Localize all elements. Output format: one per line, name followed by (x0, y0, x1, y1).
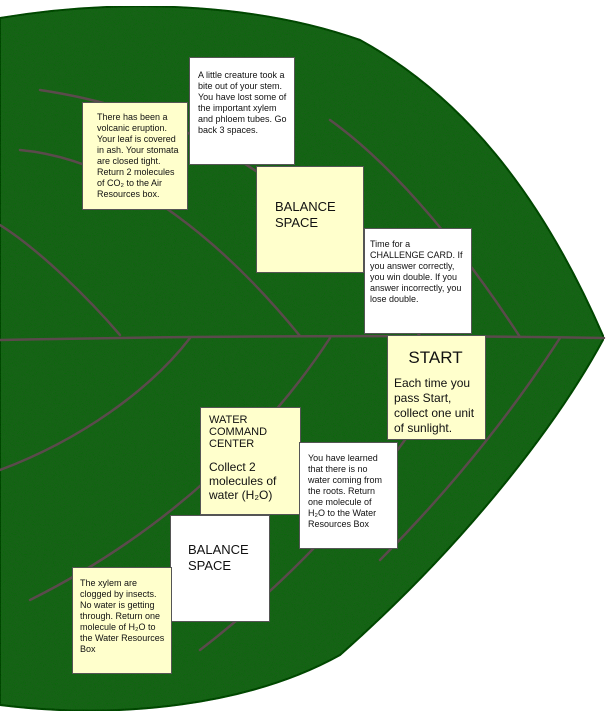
balance-space-top[interactable]: BALANCE SPACE (256, 166, 364, 273)
balance-space-bottom[interactable]: BALANCE SPACE (170, 515, 270, 622)
wcc-title: WATER COMMAND CENTER (209, 414, 268, 450)
volcano-space[interactable]: There has been a volcanic eruption. Your… (82, 102, 188, 210)
no-water-space[interactable]: You have learned that there is no water … (299, 442, 398, 549)
start-space[interactable]: START Each time you pass Start, collect … (387, 335, 486, 440)
no-water-text: You have learned that there is no water … (308, 453, 383, 529)
challenge-text: Time for a CHALLENGE CARD. If you answer… (370, 239, 463, 304)
balance-bottom-text: BALANCE SPACE (188, 542, 249, 573)
challenge-space[interactable]: Time for a CHALLENGE CARD. If you answer… (364, 228, 472, 334)
xylem-space[interactable]: The xylem are clogged by insects. No wat… (72, 567, 172, 674)
wcc-body: Collect 2 molecules of water (H₂O) (209, 460, 277, 502)
creature-text: A little creature took a bite out of you… (198, 70, 287, 135)
start-body: Each time you pass Start, collect one un… (394, 376, 475, 435)
start-title: START (408, 348, 463, 367)
volcano-text: There has been a volcanic eruption. Your… (97, 112, 179, 199)
xylem-text: The xylem are clogged by insects. No wat… (80, 578, 165, 654)
water-command-center-space[interactable]: WATER COMMAND CENTER Collect 2 molecules… (200, 407, 301, 515)
creature-space[interactable]: A little creature took a bite out of you… (189, 57, 295, 165)
balance-top-text: BALANCE SPACE (275, 199, 336, 230)
